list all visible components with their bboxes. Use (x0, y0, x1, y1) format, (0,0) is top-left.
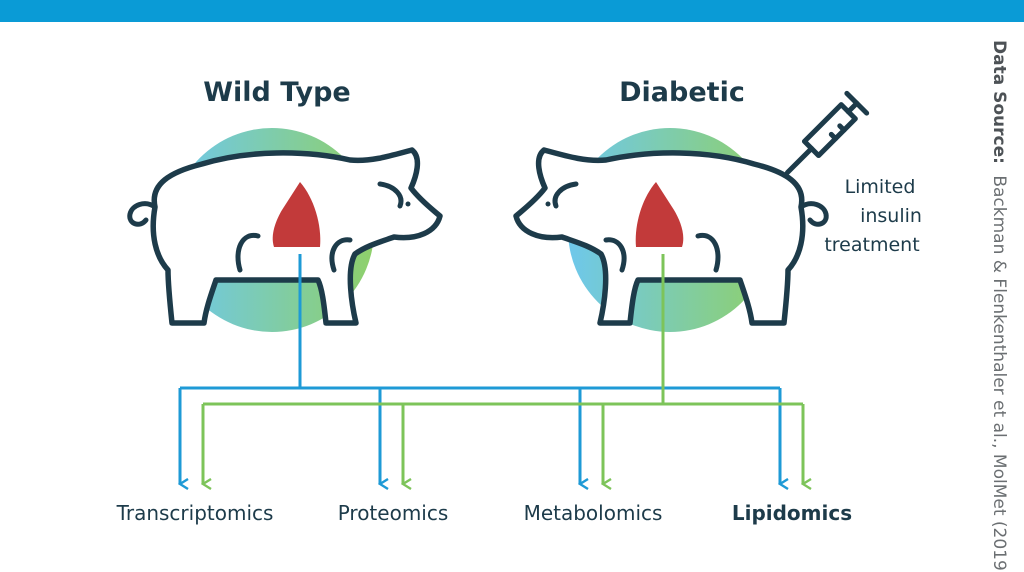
syringe-icon (784, 90, 870, 176)
data-source: Data Source: Backman & Flenkenthaler et … (989, 40, 1009, 572)
omics-label-proteomics: Proteomics (338, 501, 449, 525)
annotation-line-2: insulin (860, 205, 922, 227)
svg-text:Data Source: Backman & F: Data Source: Backman & Flenkenthaler et … (989, 40, 1009, 572)
annotation-line-1: Limited (845, 176, 916, 198)
data-source-label: Data Source: (989, 40, 1009, 164)
diabetic-title: Diabetic (619, 77, 745, 108)
annotation-line-3: treatment (824, 234, 919, 256)
omics-label-transcriptomics: Transcriptomics (116, 501, 274, 525)
diabetic-connectors (203, 254, 803, 484)
top-bar (0, 0, 1024, 22)
omics-label-lipidomics: Lipidomics (732, 501, 852, 525)
wild-type-pig: Wild Type (130, 77, 440, 332)
wild-type-title: Wild Type (203, 77, 350, 108)
data-source-text: Backman & Flenkenthaler et al., MolMet (… (989, 175, 1009, 572)
omics-label-metabolomics: Metabolomics (524, 501, 663, 525)
diabetic-pig: Diabetic (516, 77, 826, 332)
